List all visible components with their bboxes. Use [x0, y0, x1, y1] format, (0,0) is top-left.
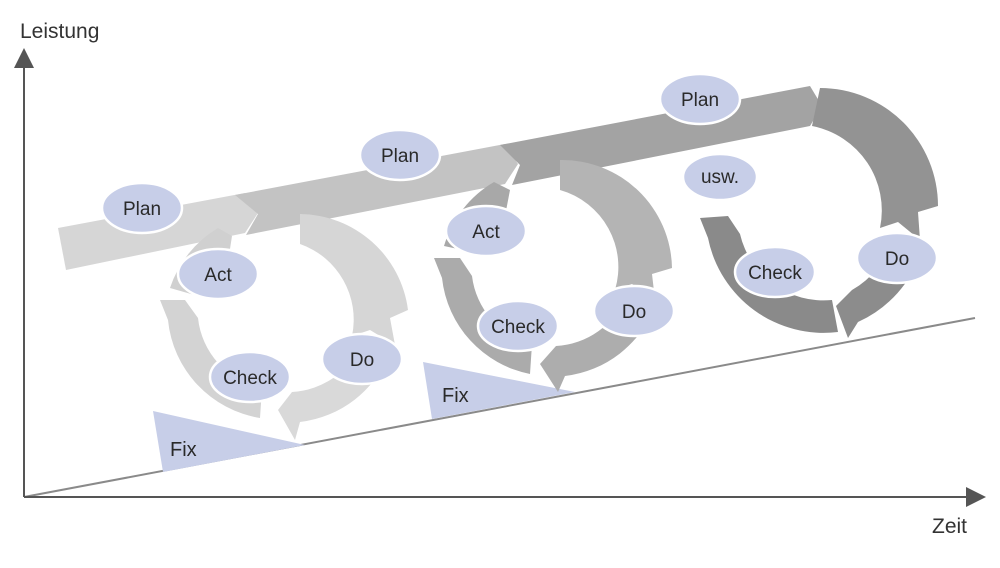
do-label-2: Do [622, 302, 646, 323]
check-label-1-bg [208, 350, 292, 404]
fix-label-2: Fix [442, 385, 469, 407]
usw-label-bg [681, 152, 759, 202]
act-label-2-bg [444, 204, 528, 258]
cycle-1 [160, 214, 408, 440]
cycle-1-arc-right [300, 214, 408, 345]
act-label-1: Act [204, 265, 232, 286]
act-label-1-bg [176, 247, 260, 301]
fix-wedge-1 [153, 411, 305, 472]
y-axis-label: Leistung [20, 20, 99, 43]
check-label-3: Check [748, 263, 802, 284]
plan-label-2-bg [358, 128, 442, 182]
plan-band-3 [500, 86, 822, 185]
fix-wedge-2 [423, 362, 575, 419]
check-label-2: Check [491, 317, 545, 338]
do-label-3-bg [855, 231, 939, 285]
plan-label-1-bg [100, 181, 184, 235]
check-label-2-bg [476, 299, 560, 353]
do-label-2-bg [592, 284, 676, 338]
check-label-3-bg [733, 245, 817, 299]
act-label-2: Act [472, 222, 500, 243]
usw-label: usw. [701, 167, 739, 188]
plan-label-3: Plan [681, 90, 719, 111]
plan-label-2: Plan [381, 146, 419, 167]
do-label-1-bg [320, 332, 404, 386]
x-axis-label: Zeit [932, 515, 967, 538]
cycle-3-arc-right [812, 88, 938, 240]
cycle-3-labels: Plan usw. Check Do [658, 72, 939, 299]
cycle-2 [434, 159, 672, 392]
cycle-1-labels: Plan Act Check Do Fix [100, 181, 404, 461]
plan-label-1: Plan [123, 199, 161, 220]
check-label-1: Check [223, 368, 277, 389]
do-label-1: Do [350, 350, 374, 371]
cycle-3-arc-left [700, 216, 838, 333]
fix-label-1: Fix [170, 439, 197, 461]
do-label-3: Do [885, 249, 909, 270]
cycle-2-labels: Plan Act Check Do Fix [358, 128, 676, 407]
plan-band-2 [235, 144, 518, 235]
plan-label-3-bg [658, 72, 742, 126]
cycle-2-arc-right [560, 159, 672, 300]
